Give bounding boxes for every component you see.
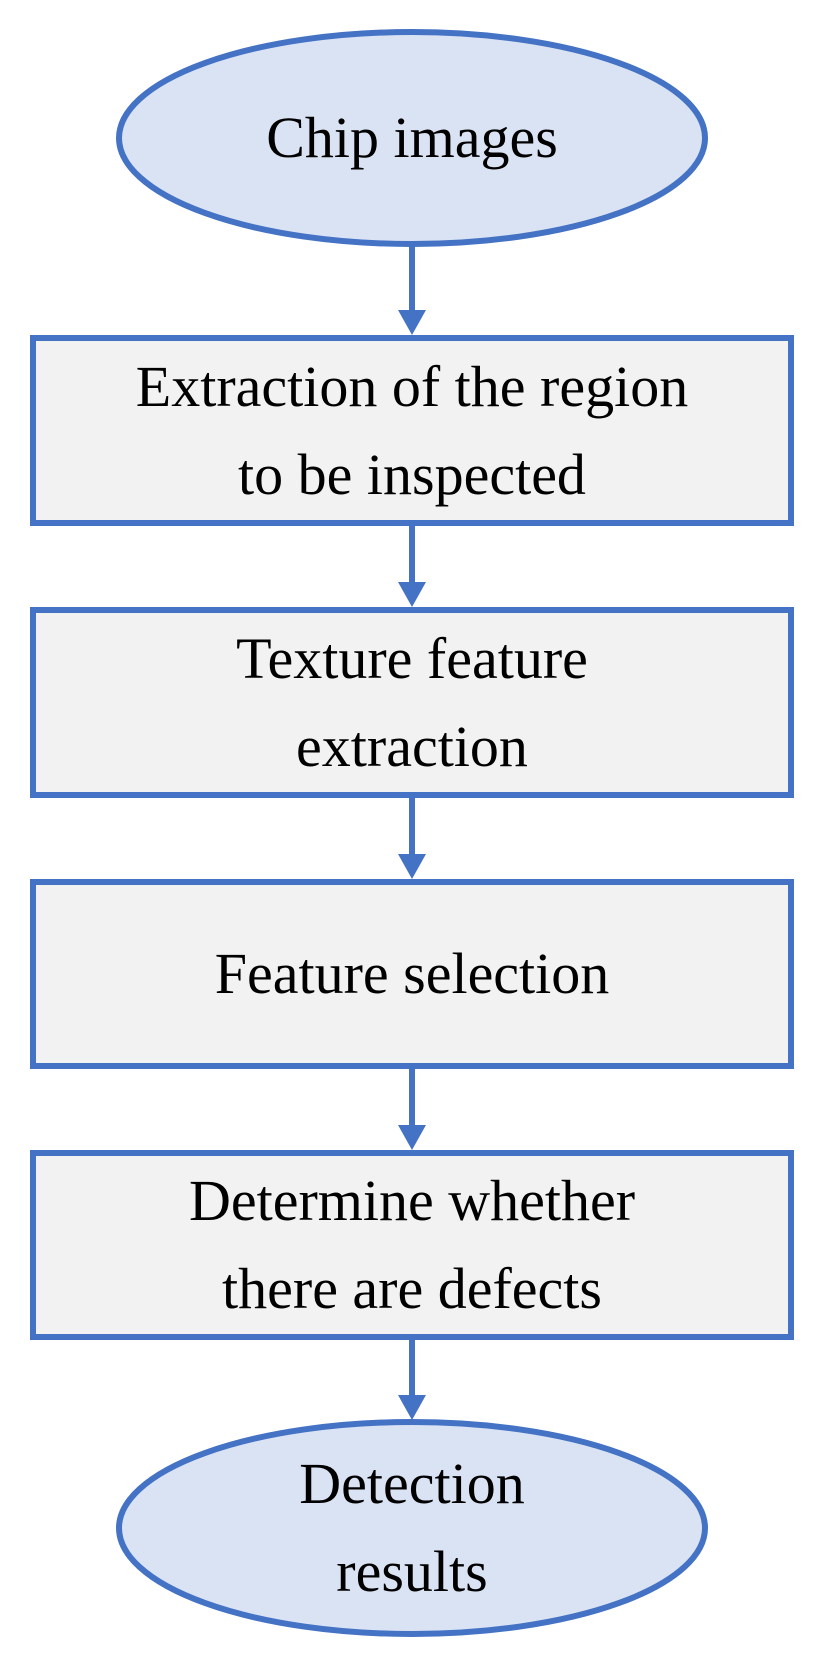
- start-terminal: [116, 29, 708, 247]
- end-terminal: [116, 1419, 708, 1637]
- process-box-4: [30, 1150, 794, 1340]
- arrowhead-3: [398, 854, 426, 879]
- process-box-3: [30, 879, 794, 1069]
- process-box-2: [30, 607, 794, 798]
- arrowhead-5: [398, 1395, 426, 1420]
- connectors: [398, 246, 426, 1420]
- arrowhead-1: [398, 310, 426, 335]
- arrowhead-2: [398, 582, 426, 607]
- process-box-1: [30, 335, 794, 526]
- arrowhead-4: [398, 1125, 426, 1150]
